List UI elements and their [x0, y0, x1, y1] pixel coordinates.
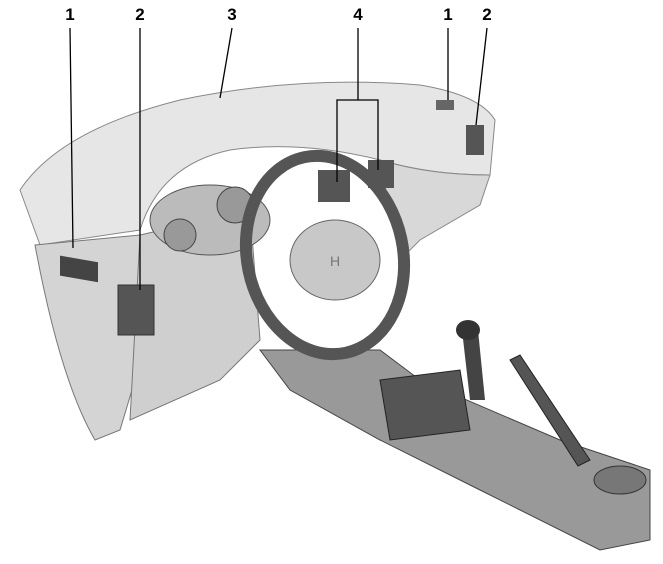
callout-label: 1 [65, 5, 74, 24]
center-vent-left [318, 170, 350, 202]
right-panel [379, 159, 491, 262]
left-side-vent [60, 255, 98, 283]
steering-wheel [239, 149, 411, 361]
center-console [259, 349, 651, 551]
leader-line [219, 27, 233, 99]
dashboard-top [19, 81, 496, 246]
leader-lines [69, 27, 488, 290]
cup-holder [593, 465, 647, 495]
right-side-vent [436, 100, 454, 110]
callout-label: 4 [353, 5, 363, 24]
steering-logo: H [330, 253, 340, 269]
callout-label: 3 [227, 5, 236, 24]
gear-lever [462, 330, 485, 400]
gear-boot [379, 369, 471, 441]
callout-label: 1 [443, 5, 452, 24]
callout-label: 2 [482, 5, 491, 24]
handbrake-lever [509, 354, 591, 467]
callout-label: 2 [135, 5, 144, 24]
gear-knob [456, 320, 480, 340]
airbag-hub [289, 219, 381, 301]
leader-line-split [336, 99, 379, 182]
leader-line [69, 27, 74, 249]
right-vent [466, 125, 484, 155]
tachometer-gauge [163, 218, 197, 252]
leader-line [475, 27, 488, 126]
left-center-vent [117, 284, 155, 336]
